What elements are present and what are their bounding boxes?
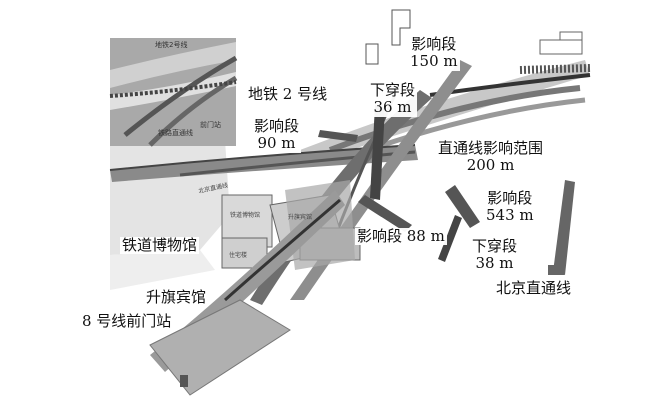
rail-track-a (328, 85, 581, 153)
building-c-caption: 住宅楼 (229, 252, 248, 259)
zone-543-bar (445, 185, 480, 228)
inset-band (109, 80, 237, 98)
east-band (553, 180, 575, 275)
zone-90-bar (318, 130, 358, 142)
label-zone-150: 影响段 150 m (408, 35, 460, 71)
building-a-caption: 铁道博物馆 (230, 212, 261, 219)
label-museum: 铁道博物馆 (120, 236, 200, 255)
label-hotel: 升旗宾馆 (144, 288, 209, 307)
zone-88-bar (358, 195, 412, 232)
label-station: 8 号线前门站 (80, 312, 174, 331)
label-zone-543: 影响段 543 m (484, 189, 536, 225)
building-right-stair (559, 31, 583, 40)
building-outline-top (391, 9, 411, 46)
inset-tunnel-dotted (110, 72, 236, 110)
inset-caption-top: 地铁2号线 (155, 41, 188, 49)
label-zone-88: 影响段 88 m (355, 227, 447, 246)
inset-caption-bottom-right: 前门站 (200, 121, 221, 129)
inset-caption-bottom-left: 铁路直通线 (158, 129, 193, 137)
label-zone-90: 影响段 90 m (252, 117, 302, 153)
label-direct-range: 直通线影响范围 200 m (436, 139, 546, 175)
label-under-38: 下穿段 38 m (470, 237, 520, 273)
east-mark (548, 265, 564, 275)
building-b-caption: 升旗宾馆 (288, 214, 313, 221)
label-line2: 地铁 2 号线 (246, 85, 330, 104)
label-under-36: 下穿段 36 m (368, 81, 418, 117)
building-right-top (539, 39, 583, 55)
station-platform-dark (224, 198, 341, 302)
inset-tunnel-dark (123, 55, 238, 137)
station-box (149, 299, 291, 396)
building-small-top (365, 43, 379, 65)
under-36-bar (370, 105, 385, 200)
station-entrance (180, 375, 188, 387)
under-38-bar (438, 215, 462, 262)
line2-inner (179, 150, 416, 177)
inset-tunnel-light (110, 42, 236, 88)
label-beijing-direct: 北京直通线 (494, 279, 574, 298)
street-area (110, 250, 215, 290)
